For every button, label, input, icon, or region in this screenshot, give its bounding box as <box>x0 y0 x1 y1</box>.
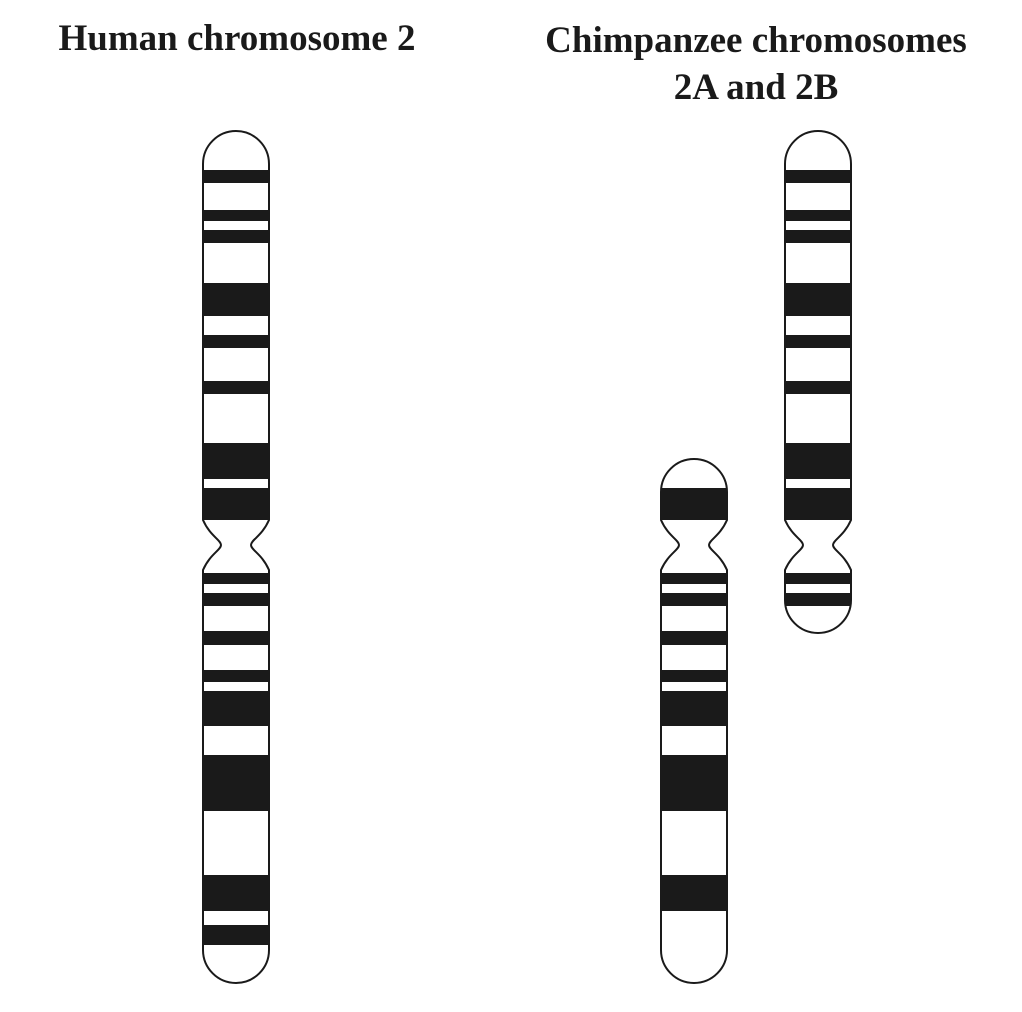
band <box>203 573 269 584</box>
band <box>203 170 269 183</box>
band <box>203 210 269 221</box>
human-chromosome-2-outline <box>202 130 270 984</box>
band <box>661 691 727 726</box>
band <box>203 230 269 243</box>
band <box>785 488 851 520</box>
band <box>203 925 269 945</box>
human-chromosome-heading: Human chromosome 2 <box>58 18 416 59</box>
band <box>785 210 851 221</box>
band <box>785 283 851 316</box>
band <box>785 230 851 243</box>
chimpanzee-chromosome-2a-outline <box>660 458 728 984</box>
band <box>785 335 851 348</box>
band <box>203 488 269 520</box>
band <box>203 335 269 348</box>
chimpanzee-heading-line-1: Chimpanzee chromosomes <box>545 20 967 61</box>
band <box>203 631 269 645</box>
chimpanzee-chromosome-2a <box>660 458 728 984</box>
band <box>661 875 727 911</box>
band <box>785 170 851 183</box>
human-chromosome-2-bands <box>203 170 269 945</box>
chimpanzee-chromosomes-heading: Chimpanzee chromosomes 2A and 2B <box>500 17 1012 111</box>
band <box>661 573 727 584</box>
band <box>203 283 269 316</box>
band <box>203 443 269 479</box>
chimpanzee-chromosome-2b <box>784 130 852 634</box>
band <box>203 670 269 682</box>
chimpanzee-heading-line-2: 2A and 2B <box>673 67 839 108</box>
chimpanzee-chromosome-2b-bands <box>785 170 851 606</box>
band <box>661 670 727 682</box>
band <box>661 488 727 520</box>
band <box>661 593 727 606</box>
chimpanzee-chromosome-2b-outline <box>784 130 852 634</box>
band <box>203 875 269 911</box>
human-chromosome-2 <box>202 130 270 984</box>
band <box>203 755 269 811</box>
band <box>203 691 269 726</box>
band <box>203 593 269 606</box>
band <box>203 381 269 394</box>
chimpanzee-chromosome-2a-bands <box>661 488 727 911</box>
band <box>785 573 851 584</box>
band <box>661 755 727 811</box>
band <box>785 381 851 394</box>
band <box>661 631 727 645</box>
band <box>785 443 851 479</box>
band <box>785 593 851 606</box>
